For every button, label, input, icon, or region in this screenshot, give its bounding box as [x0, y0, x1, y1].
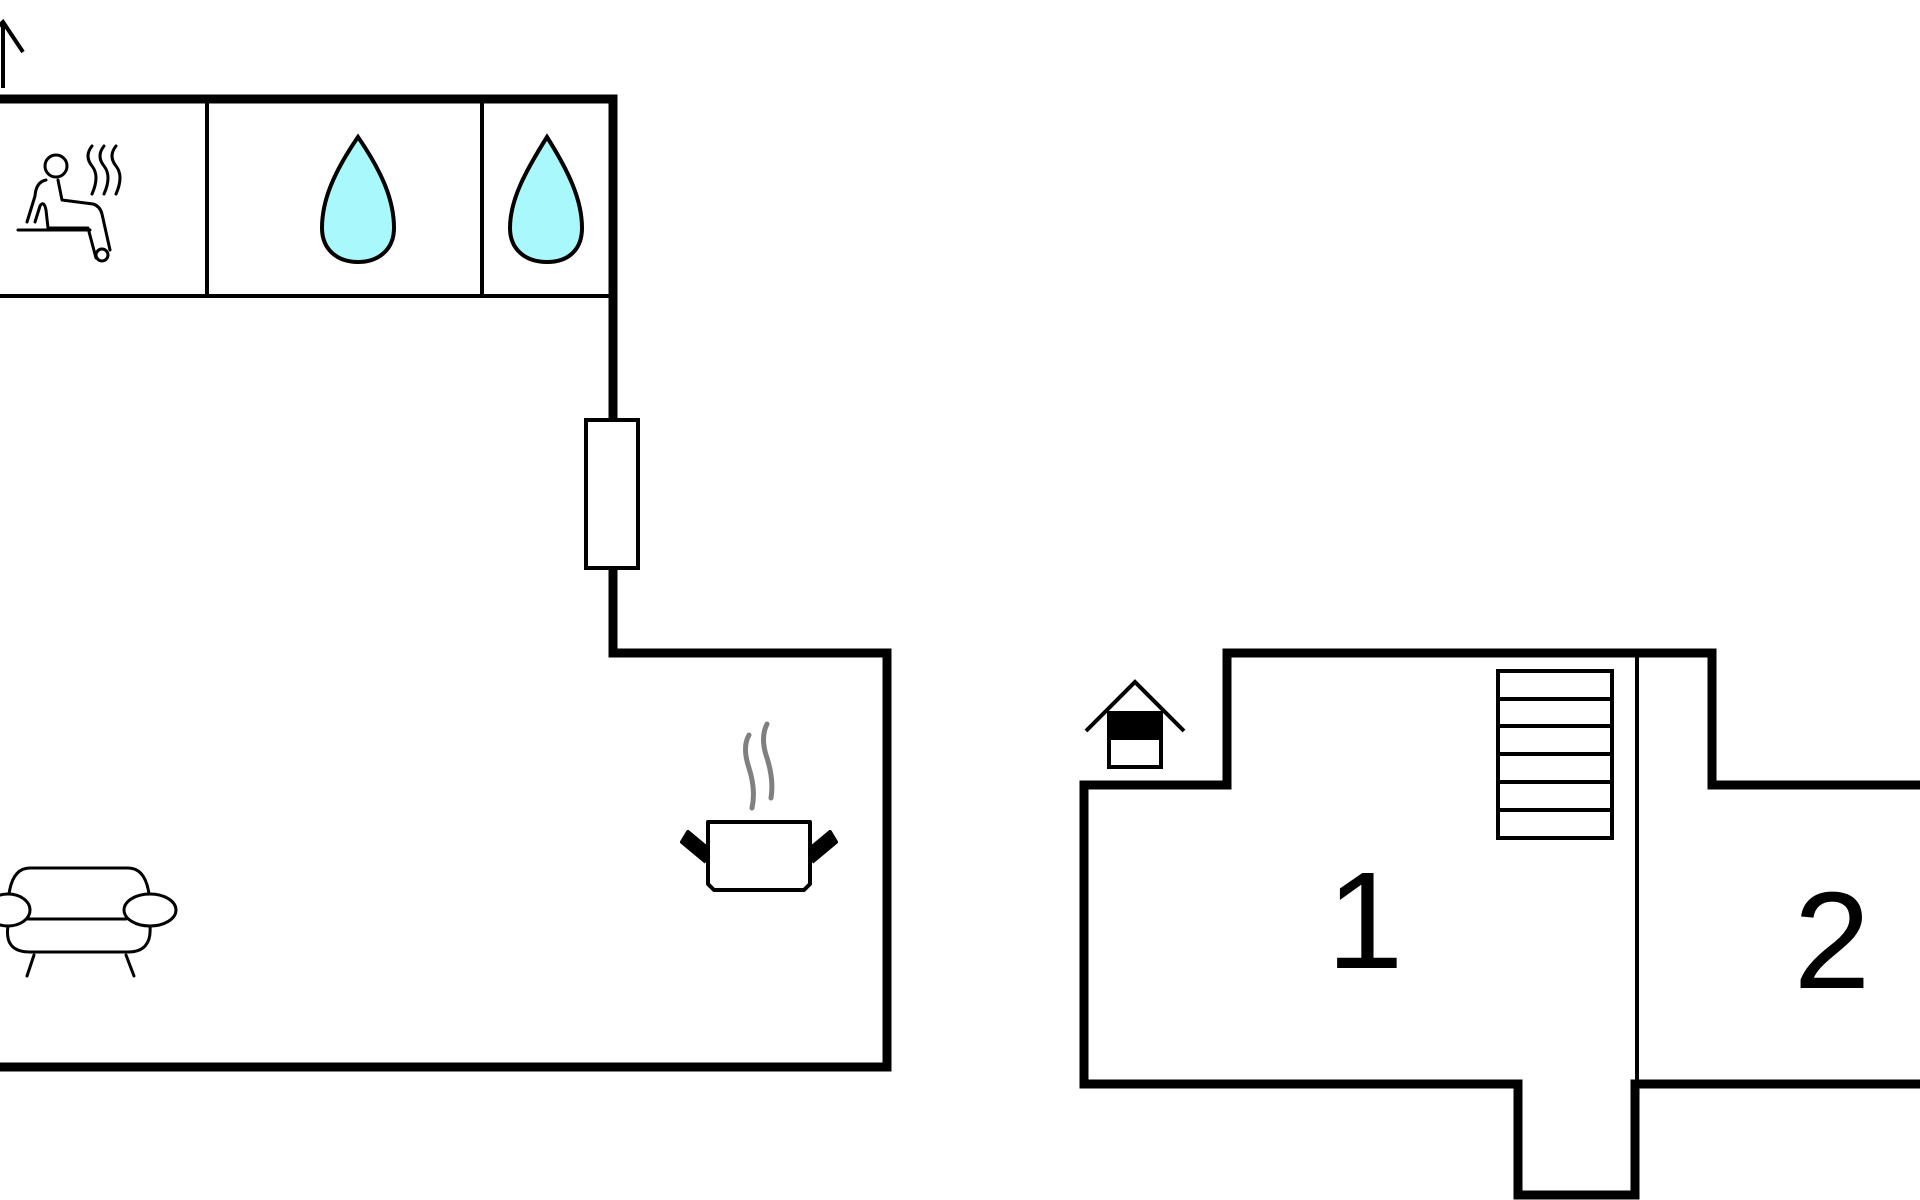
wet-rooms-partitions [0, 103, 610, 298]
water-drop-icon [507, 133, 585, 265]
sofa-icon [0, 866, 178, 978]
north-arrow-icon [0, 18, 25, 88]
left-building-walls [0, 94, 892, 1072]
room-label-2: 2 [1794, 864, 1871, 1018]
water-drop-icon [319, 133, 397, 265]
stairs-icon [1496, 669, 1614, 840]
door-icon [584, 418, 640, 570]
room-label-1: 1 [1327, 844, 1404, 998]
sauna-icon [16, 144, 122, 263]
entrance-icon [1084, 679, 1186, 769]
cooking-pot-icon [680, 721, 838, 892]
right-building-walls [1079, 648, 1920, 1200]
